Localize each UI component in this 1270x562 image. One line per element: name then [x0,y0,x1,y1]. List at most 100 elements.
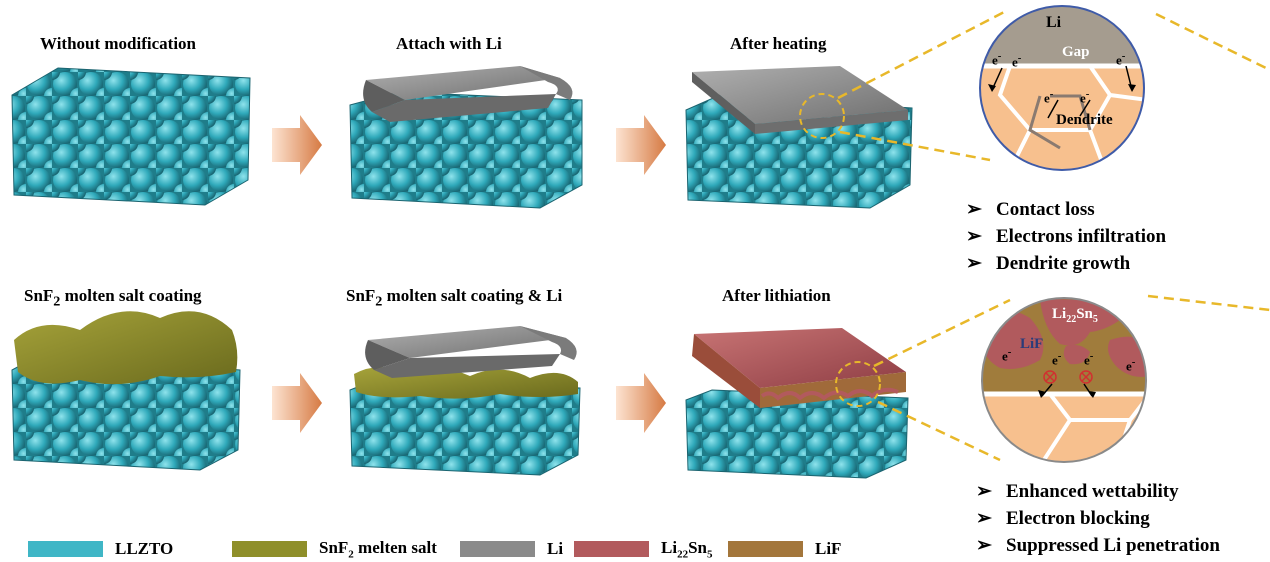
bullet-marker-icon: ➢ [976,508,992,529]
arrow-right-3 [272,373,322,433]
callout-top [799,8,1270,162]
zoom-top-li-label: Li [1046,14,1062,31]
bullet-item: ➢ Enhanced wettability [976,478,1220,505]
legend-label-li: Li [547,539,564,558]
zoom-bottom-electron-1: e- [1002,346,1011,364]
snf2-b: melten salt [353,537,437,557]
callout-bottom [835,294,1270,462]
legend-li: Li [460,538,563,560]
zoom-bottom-electron-2: e- [1052,350,1061,368]
zoom-circle-top [979,5,1145,171]
llzto-block-1 [11,67,251,206]
title-snf2-coating-text: SnF [24,286,54,305]
legend-label-llzto: LLZTO [115,539,174,558]
arrow-right-4 [616,373,666,433]
title-after-heating: After heating [730,34,827,53]
legend-lif: LiF [728,538,841,560]
snf2-sub: 2 [348,548,354,561]
li22-sub1: 22 [677,548,689,561]
snf2-a: SnF [319,537,349,557]
bullet-item: ➢ Contact loss [966,196,1166,223]
bullet-marker-icon: ➢ [976,535,992,556]
electron-5-sup: - [1085,88,1090,100]
title-snf2-coating-li-text: SnF [346,286,376,305]
li22-sub2: 5 [706,548,713,561]
li-foil-2 [363,66,573,122]
legend-label-li22sn5: Li22Sn5 [661,538,712,560]
bullet-marker-icon: ➢ [966,226,982,247]
b-electron-4-text: e [1126,358,1132,374]
electron-1-text: e [992,52,998,68]
legend: LLZTO SnF2 melten salt Li Li22Sn5 LiF [0,538,1270,562]
legend-label-lif: LiF [815,539,842,558]
li-foil-3 [692,66,908,134]
legend-swatch-snf2 [232,541,307,557]
bullet-text: Enhanced wettability [1006,481,1179,502]
legend-swatch-li22sn5 [574,541,649,557]
title-without-modification: Without modification [40,34,197,53]
zoom-top-electron-4: e- [1044,88,1053,106]
b-electron-4-sup: - [1131,356,1136,368]
bullet-item: ➢ Dendrite growth [966,250,1166,277]
zoom-bottom-electron-3: e- [1084,350,1093,368]
electron-3-sup: - [1121,50,1126,62]
zoom-top-electron-5: e- [1080,88,1089,106]
zoom-top-electron-1: e- [992,50,1001,68]
li22-b: Sn [688,537,707,557]
title-after-lithiation: After lithiation [722,286,831,305]
legend-label-snf2: SnF2 melten salt [319,538,437,560]
electron-1-sup: - [997,50,1002,62]
b-electron-3-text: e [1084,352,1090,368]
zoom-top-dendrite-label: Dendrite [1056,112,1113,128]
li22sn5-layer-6 [692,328,906,408]
electron-2-text: e [1012,54,1018,70]
bullet-marker-icon: ➢ [966,253,982,274]
title-snf2-coating-li-rest: molten salt coating & Li [382,286,563,305]
title-attach-with-li: Attach with Li [396,34,502,53]
zoom-bottom-electron-4: e- [1126,356,1135,374]
snf2-coating-4 [14,311,238,385]
title-snf2-coating-sub: 2 [53,293,61,310]
arrow-right-2 [616,115,666,175]
arrow-right-1 [272,115,322,175]
legend-swatch-llzto [28,541,103,557]
li22sn5-sub1: 22 [1066,314,1077,325]
electron-4-text: e [1044,90,1050,106]
title-snf2-coating-li-sub: 2 [375,293,383,310]
bullet-text: Electron blocking [1006,508,1150,529]
bullet-text: Dendrite growth [996,253,1131,274]
title-snf2-coating-rest: molten salt coating [60,286,202,305]
bullet-marker-icon: ➢ [976,481,992,502]
llzto-block-6 [685,389,909,479]
bullets-top: ➢ Contact loss ➢ Electrons infiltration ➢ D… [966,196,1166,277]
bullet-marker-icon: ➢ [966,199,982,220]
li22-a: Li [661,537,678,557]
li22sn5-mid: Sn [1076,306,1093,322]
bullet-text: Electrons infiltration [996,226,1167,247]
legend-swatch-li [460,541,535,557]
electron-4-sup: - [1049,88,1054,100]
title-snf2-coating: SnF2 molten salt coating [24,286,202,310]
bullet-text: Contact loss [996,199,1095,220]
electron-2-sup: - [1017,52,1022,64]
zoom-top-electron-2: e- [1012,52,1021,70]
bullets-bottom: ➢ Enhanced wettability ➢ Electron blocking… [976,478,1220,559]
electron-5-text: e [1080,90,1086,106]
electron-3-text: e [1116,52,1122,68]
legend-snf2: SnF2 melten salt [232,538,437,560]
zoom-top-electron-3: e- [1116,50,1125,68]
zoom-bottom-li22sn5-label: Li22Sn5 [1052,306,1098,325]
b-electron-2-sup: - [1057,350,1062,362]
li-foil-5 [365,326,577,378]
bullet-item: ➢ Electron blocking [976,505,1220,532]
b-electron-2-text: e [1052,352,1058,368]
zoom-bottom-lif-label: LiF [1020,336,1044,352]
bullet-text: Suppressed Li penetration [1006,535,1220,556]
title-snf2-coating-li: SnF2 molten salt coating & Li [346,286,562,310]
li22sn5-a: Li [1052,306,1067,322]
b-electron-1-sup: - [1007,346,1012,358]
bullet-item: ➢ Electrons infiltration [966,223,1166,250]
legend-swatch-lif [728,541,803,557]
legend-llzto: LLZTO [28,538,173,560]
